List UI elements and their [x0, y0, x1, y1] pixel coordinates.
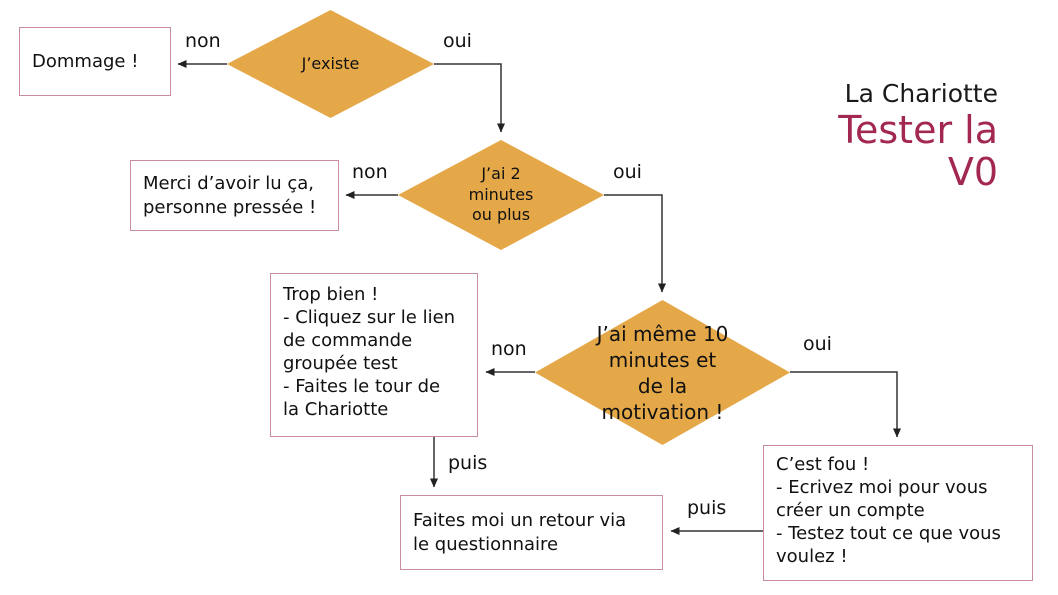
decision-exists[interactable]: J’existe — [227, 10, 434, 118]
page-title: Tester la V0 — [838, 107, 998, 195]
decision-ten-minutes[interactable]: J’ai même 10 minutes et de la motivation… — [535, 300, 790, 445]
outcome-trop-bien[interactable]: Trop bien ! - Cliquez sur le lien de com… — [270, 273, 478, 437]
outcome-cest-fou-label: C’est fou ! - Ecrivez moi pour vous crée… — [776, 454, 1001, 568]
edge-label-two-minutes-no: non — [352, 161, 388, 183]
outcome-retour[interactable]: Faites moi un retour via le questionnair… — [400, 495, 663, 570]
edge-label-exists-no: non — [185, 30, 221, 52]
decision-exists-label: J’existe — [301, 53, 360, 73]
brand-name: La Chariotte — [844, 79, 998, 108]
edge-exists-yes — [434, 63, 505, 133]
edge-label-ten-minutes-yes: oui — [803, 333, 832, 355]
outcome-merci[interactable]: Merci d’avoir lu ça, personne pressée ! — [130, 160, 339, 231]
outcome-trop-bien-label: Trop bien ! - Cliquez sur le lien de com… — [283, 284, 456, 421]
outcome-cest-fou[interactable]: C’est fou ! - Ecrivez moi pour vous crée… — [763, 445, 1033, 581]
edge-ten-minutes-yes — [790, 371, 901, 438]
outcome-dommage[interactable]: Dommage ! — [19, 27, 171, 96]
decision-ten-minutes-label: J’ai même 10 minutes et de la motivation… — [596, 321, 729, 424]
decision-two-minutes-label: J’ai 2 minutes ou plus — [468, 163, 534, 225]
decision-two-minutes[interactable]: J’ai 2 minutes ou plus — [398, 140, 604, 250]
outcome-dommage-label: Dommage ! — [32, 50, 139, 72]
outcome-retour-label: Faites moi un retour via le questionnair… — [413, 510, 627, 555]
edge-label-two-minutes-yes: oui — [613, 161, 642, 183]
edge-label-ten-minutes-no: non — [491, 338, 527, 360]
outcome-merci-label: Merci d’avoir lu ça, personne pressée ! — [143, 173, 317, 218]
title-block: La Chariotte Tester la V0 — [740, 79, 998, 195]
edge-two-minutes-yes — [604, 194, 666, 293]
edge-label-exists-yes: oui — [443, 30, 472, 52]
edge-label-trop-bien-then: puis — [448, 452, 488, 474]
edge-label-cest-fou-then: puis — [687, 497, 727, 519]
